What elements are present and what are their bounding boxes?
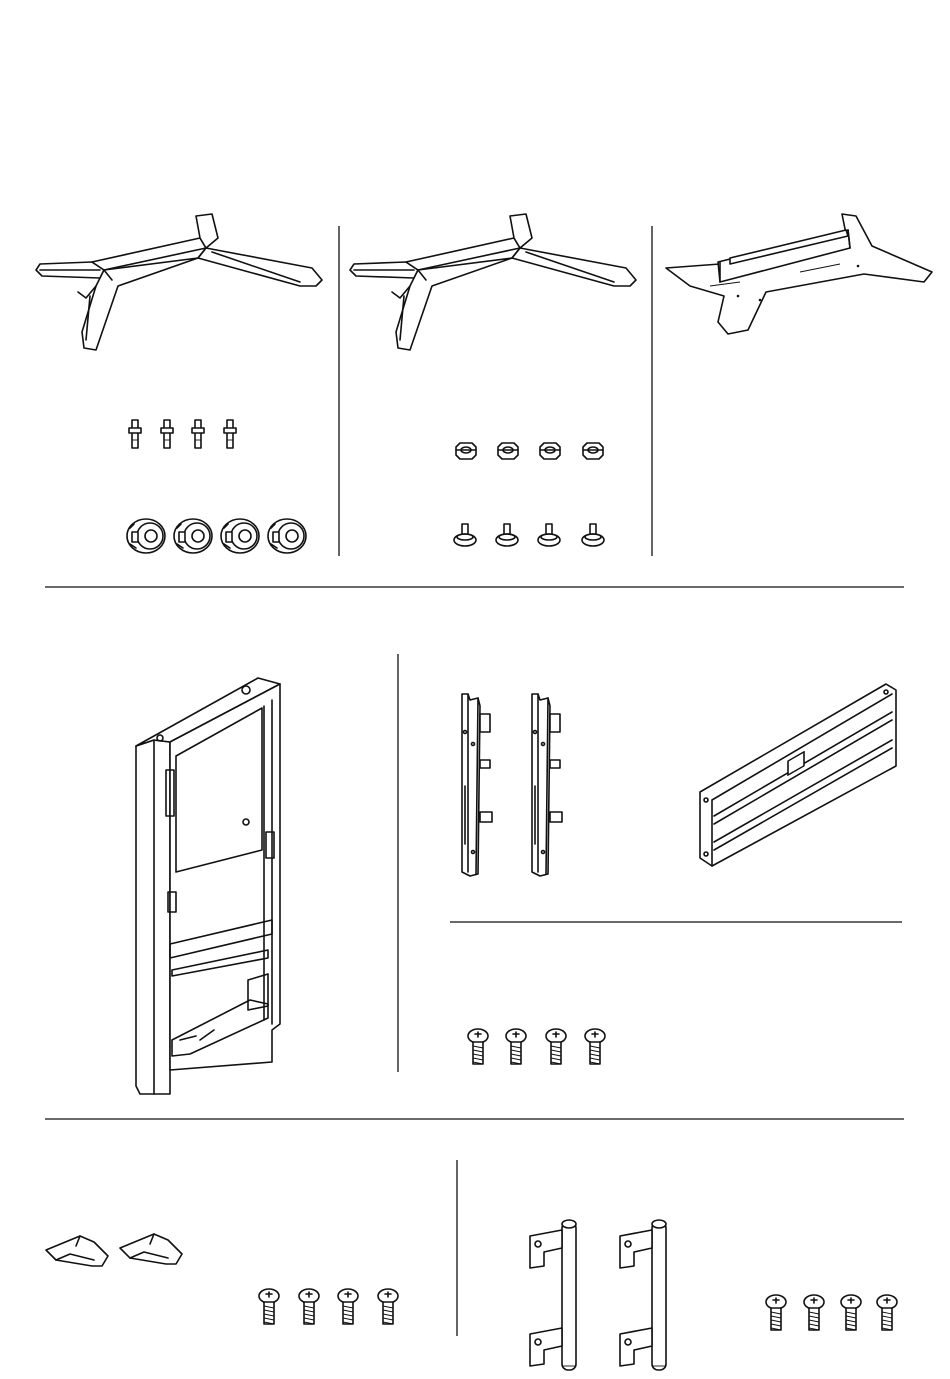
- button-head-screw: [259, 1289, 279, 1324]
- hex-nut: [456, 443, 476, 459]
- button-head-screw: [585, 1029, 605, 1064]
- leveling-glide: [538, 524, 560, 546]
- tripod-leg-base: [350, 214, 636, 350]
- button-head-screw: [506, 1029, 526, 1064]
- caster-wheel: [268, 519, 306, 553]
- button-head-screw: [804, 1295, 824, 1330]
- mount-parts-group: [450, 684, 902, 1064]
- end-cap: [120, 1234, 182, 1264]
- button-head-screw: [546, 1029, 566, 1064]
- leveling-glide: [582, 524, 604, 546]
- button-head-screw: [338, 1289, 358, 1324]
- handle-parts-group: [530, 1220, 897, 1370]
- tripod-leg-base: [36, 214, 322, 350]
- vertical-bracket: [462, 694, 492, 876]
- handle-bar: [530, 1220, 576, 1370]
- leveling-glide: [454, 524, 476, 546]
- cover-parts-group: [46, 1234, 398, 1324]
- handle-bar: [620, 1220, 666, 1370]
- caster-wheel: [221, 519, 259, 553]
- button-head-screw: [766, 1295, 786, 1330]
- leveling-glide: [496, 524, 518, 546]
- caster-wheel: [127, 519, 165, 553]
- horizontal-rail: [700, 684, 896, 866]
- hex-nut: [583, 443, 603, 459]
- vertical-bracket: [532, 694, 562, 876]
- leveling-foot: [161, 420, 173, 448]
- leveling-foot: [129, 420, 141, 448]
- flat-tripod-plate: [666, 214, 932, 334]
- end-cap: [46, 1236, 108, 1266]
- column-frame: [136, 678, 280, 1094]
- button-head-screw: [468, 1029, 488, 1064]
- button-head-screw: [378, 1289, 398, 1324]
- base-alt-parts-group: [350, 214, 636, 546]
- button-head-screw: [841, 1295, 861, 1330]
- hex-nut: [540, 443, 560, 459]
- leveling-foot: [192, 420, 204, 448]
- hex-nut: [498, 443, 518, 459]
- button-head-screw: [299, 1289, 319, 1324]
- caster-wheel: [174, 519, 212, 553]
- leveling-foot: [224, 420, 236, 448]
- button-head-screw: [877, 1295, 897, 1330]
- base-parts-group: [36, 214, 322, 553]
